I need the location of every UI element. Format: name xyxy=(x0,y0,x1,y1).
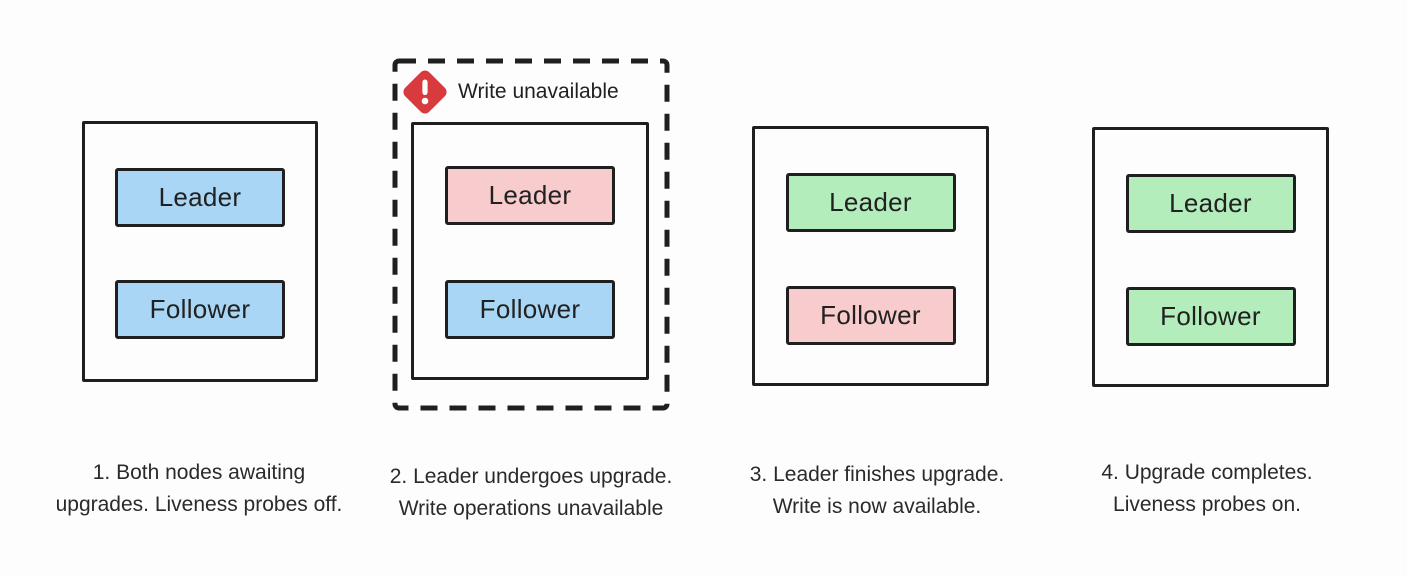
stage-2-leader-node: Leader xyxy=(445,166,615,225)
stage-2-leader-label: Leader xyxy=(488,180,572,210)
stage-4-caption: 4. Upgrade completes. Liveness probes on… xyxy=(1037,457,1377,521)
stage-1-leader-node: Leader xyxy=(115,168,285,227)
stage-3-caption-line1: 3. Leader finishes upgrade. xyxy=(749,463,1005,486)
stage-1-follower-label: Follower xyxy=(149,294,251,324)
stage-1-follower-node: Follower xyxy=(115,280,285,339)
stage-2-follower-node: Follower xyxy=(445,280,615,339)
stage-3-follower-node: Follower xyxy=(785,286,956,345)
stage-3-follower-label: Follower xyxy=(820,300,921,330)
alert-diamond-icon xyxy=(403,70,447,114)
stage-4-follower-node: Follower xyxy=(1125,287,1296,346)
stage-3-leader-label: Leader xyxy=(829,187,912,217)
warning-label: Write unavailable xyxy=(458,80,619,103)
stage-4-leader-label: Leader xyxy=(1169,188,1252,218)
stage-2-unavailable-zone: Write unavailable Leader Follower xyxy=(392,58,670,411)
stage-2-caption-line2: Write operations unavailable xyxy=(398,497,664,520)
stage-2-caption-line1: 2. Leader undergoes upgrade. xyxy=(389,465,673,488)
stage-1-caption-line2: upgrades. Liveness probes off. xyxy=(55,493,343,516)
warning-header: Write unavailable xyxy=(400,67,619,117)
stage-2-caption: 2. Leader undergoes upgrade. Write opera… xyxy=(361,461,701,525)
stage-1-caption-line1: 1. Both nodes awaiting xyxy=(92,461,306,484)
stage-3-caption-line2: Write is now available. xyxy=(772,495,982,518)
dashed-border xyxy=(392,58,670,411)
stage-1-node-group: Leader Follower xyxy=(82,121,318,382)
stage-3-caption: 3. Leader finishes upgrade. Write is now… xyxy=(707,459,1047,523)
stage-3-node-group: Leader Follower xyxy=(752,126,989,386)
stage-4-follower-label: Follower xyxy=(1160,301,1261,331)
stage-3-leader-node: Leader xyxy=(785,173,956,232)
stage-4-caption-line1: 4. Upgrade completes. xyxy=(1101,461,1313,484)
stage-4-leader-node: Leader xyxy=(1125,174,1296,233)
stage-2-follower-label: Follower xyxy=(479,294,581,324)
stage-4-caption-line2: Liveness probes on. xyxy=(1113,493,1301,516)
stage-4-node-group: Leader Follower xyxy=(1092,127,1329,387)
stage-1-leader-label: Leader xyxy=(158,182,242,212)
stage-2-node-group: Leader Follower xyxy=(411,122,649,380)
stage-1-caption: 1. Both nodes awaiting upgrades. Livenes… xyxy=(29,457,369,521)
